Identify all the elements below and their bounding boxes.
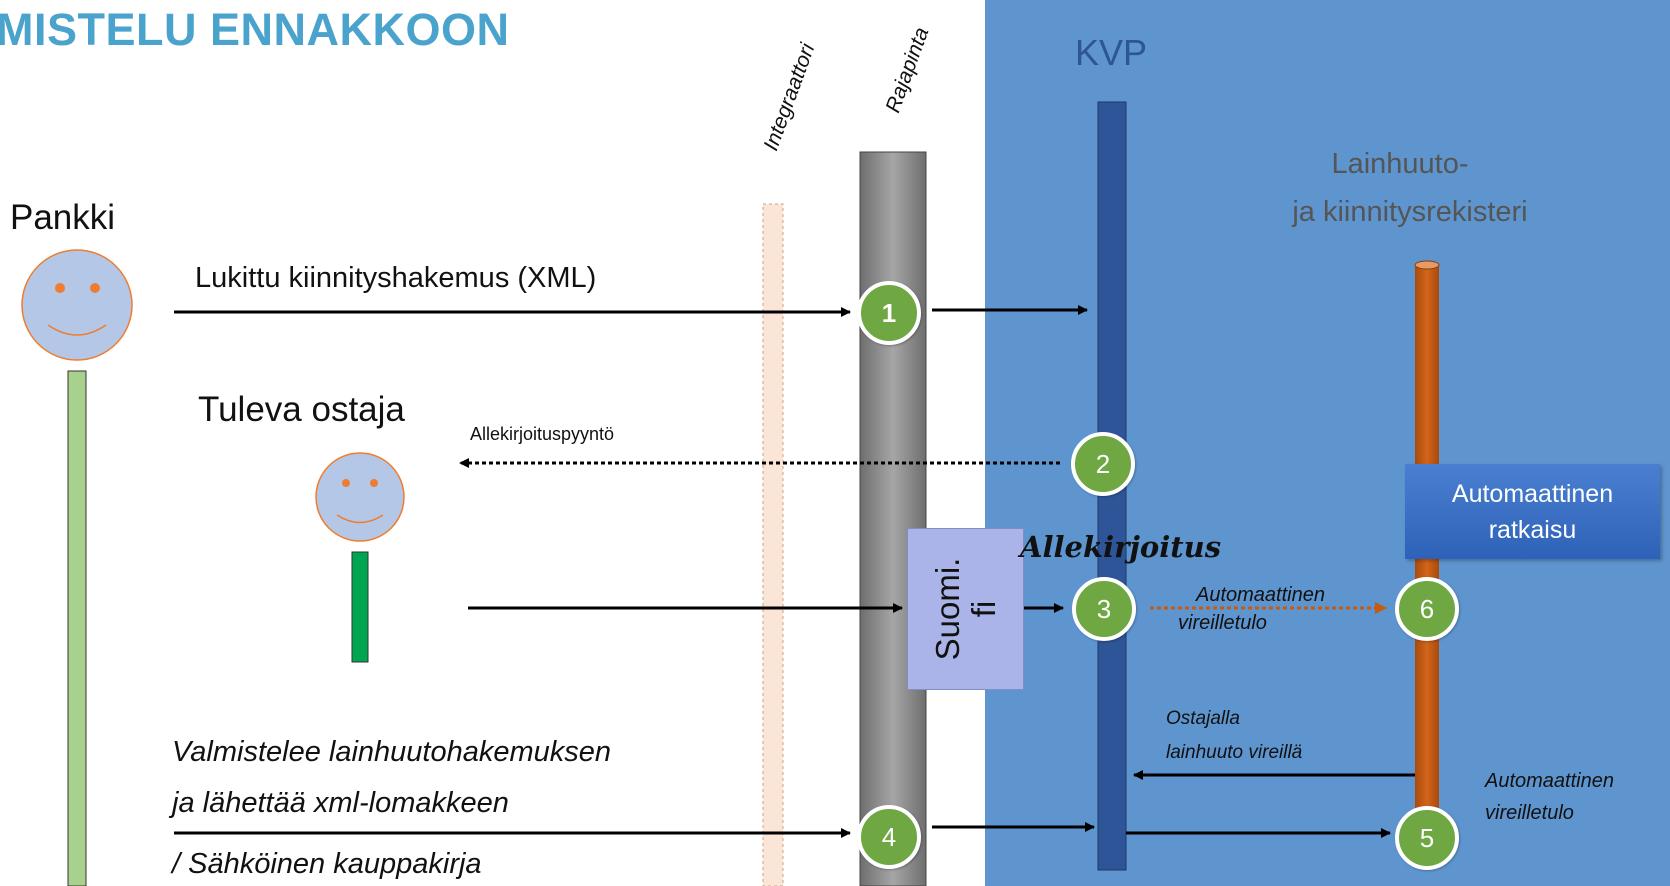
buyer-pending-label-line1: Ostajalla xyxy=(1166,708,1240,729)
suomi-fi-text: Suomi. fi xyxy=(928,557,1002,661)
register-label-line2: ja kiinnitysrekisteri xyxy=(1292,196,1528,228)
step-5-circle: 5 xyxy=(1395,806,1459,870)
buyer-face xyxy=(315,452,405,542)
auto-pending-right-line1: Automaattinen xyxy=(1485,770,1614,792)
step-2-circle: 2 xyxy=(1071,432,1135,496)
page-title: MISTELU ENNAKKOON xyxy=(0,4,510,55)
auto-pending-label-line2: vireilletulo xyxy=(1178,612,1267,634)
automatic-decision-line1: Automaattinen xyxy=(1451,479,1614,508)
mortgage-application-label: Lukittu kiinnityshakemus (XML) xyxy=(195,262,597,294)
bank-face-smile xyxy=(47,324,107,336)
prepare-text-line1: Valmistelee lainhuutohakemuksen xyxy=(172,736,612,768)
step-3-circle: 3 xyxy=(1072,577,1136,641)
buyer-label: Tuleva ostaja xyxy=(198,390,405,429)
bank-face-eye-left xyxy=(55,283,65,293)
integrator-lane xyxy=(762,203,784,886)
buyer-face-eye-left xyxy=(342,479,350,487)
signature-label: Allekirjoitus xyxy=(1020,530,1222,564)
bank-lifeline xyxy=(67,370,87,886)
step-1-circle: 1 xyxy=(857,281,921,345)
bank-face-eye-right xyxy=(90,283,100,293)
automatic-decision-line2: ratkaisu xyxy=(1488,515,1577,544)
bank-face xyxy=(21,249,133,361)
register-bar-top xyxy=(1414,260,1440,270)
suomi-fi-box: Suomi. fi xyxy=(907,528,1024,690)
buyer-lifeline xyxy=(351,551,369,663)
buyer-pending-label-line2: lainhuuto vireillä xyxy=(1166,742,1303,763)
kvp-label: KVP xyxy=(1075,32,1148,73)
interface-bar xyxy=(859,151,927,886)
register-label-line1: Lainhuuto- xyxy=(1331,148,1469,180)
automatic-decision-box: Automaattinen ratkaisu xyxy=(1405,464,1660,559)
suomi-fi-line1: Suomi. xyxy=(928,557,966,661)
buyer-face-smile xyxy=(336,514,384,524)
prepare-text-line3: / Sähköinen kauppakirja xyxy=(172,848,482,880)
step-6-circle: 6 xyxy=(1395,577,1459,641)
step-4-circle: 4 xyxy=(857,805,921,869)
auto-pending-right-line2: vireilletulo xyxy=(1485,802,1574,824)
bank-label: Pankki xyxy=(10,198,116,237)
signature-request-label: Allekirjoituspyyntö xyxy=(470,424,615,444)
prepare-text-line2: ja lähettää xml-lomakkeen xyxy=(172,787,509,819)
suomi-fi-line2: fi xyxy=(964,600,1002,618)
buyer-face-eye-right xyxy=(370,479,378,487)
auto-pending-label-line1: Automaattinen xyxy=(1196,584,1325,606)
